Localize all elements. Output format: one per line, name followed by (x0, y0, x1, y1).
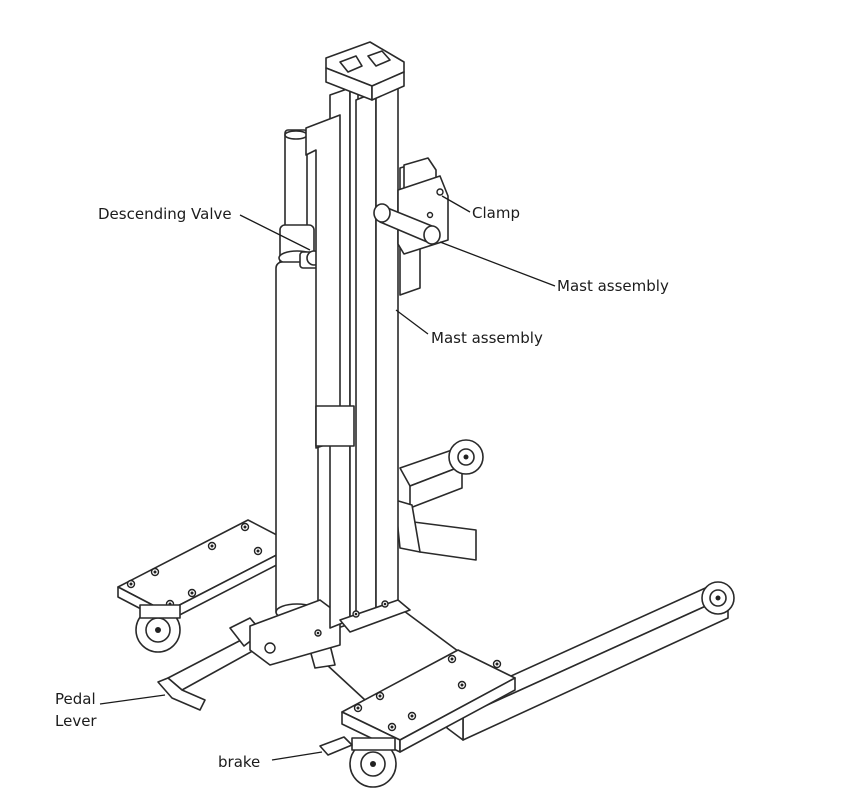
left-front-plate (117, 519, 297, 653)
right-front-plate (319, 649, 516, 788)
clamp-assembly (373, 157, 449, 296)
brake-pedal (319, 736, 353, 756)
mast-assembly-upper-label: Mast assembly (557, 277, 669, 295)
descending-valve-label: Descending Valve (98, 205, 232, 223)
rear-leg (394, 439, 484, 561)
clamp-label: Clamp (472, 204, 520, 222)
mast-assembly-lower-label: Mast assembly (431, 329, 543, 347)
mast (305, 41, 411, 633)
pedal-label-line1: Pedal (55, 690, 96, 708)
labels: Descending Valve Clamp Mast assembly Mas… (55, 195, 669, 771)
brake-label: brake (218, 753, 260, 771)
right-fork-leg (446, 581, 735, 741)
pedal-label-line2: Lever (55, 712, 97, 730)
